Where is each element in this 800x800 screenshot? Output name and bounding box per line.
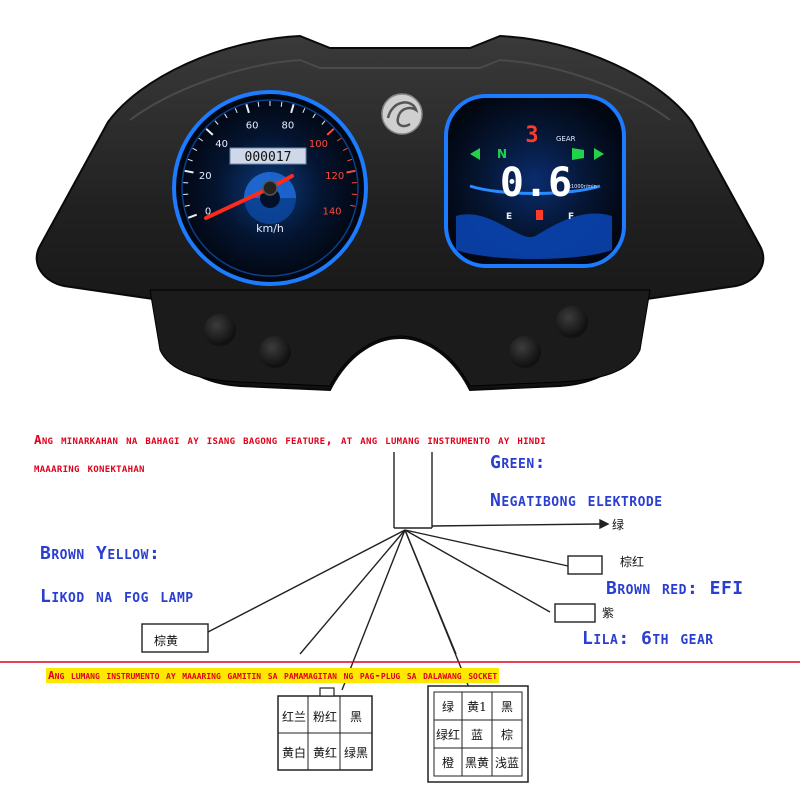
speed-tick-mark [257, 101, 260, 107]
socket-right-cell: 蓝 [470, 728, 483, 742]
housing-button [509, 336, 541, 368]
purple-connector [554, 603, 596, 623]
speed-tick-mark [187, 213, 198, 219]
socket-right-cell: 黑黄 [464, 756, 489, 770]
socket-right [427, 685, 529, 783]
speed-tick-label: 80 [282, 121, 295, 132]
speed-tick-mark [321, 120, 326, 125]
speed-tick-mark [198, 137, 204, 142]
speed-unit: km/h [256, 222, 284, 235]
purple-label: Lila: 6th gear [582, 628, 714, 649]
gear-label: GEAR [556, 135, 576, 143]
speed-tick-mark [312, 113, 316, 119]
speed-tick-mark [350, 204, 356, 207]
new-feature-note-line1: Ang minarkahan na bahagi ay isang bagong… [34, 432, 546, 447]
odometer-panel [229, 147, 307, 165]
speed-tick-label: 0 [205, 207, 211, 218]
housing-buttons [204, 306, 588, 368]
housing-button [204, 314, 236, 346]
lcd-speed-value: 0.6 [500, 160, 572, 206]
speed-tick-mark [187, 158, 193, 162]
speed-tick-label: 100 [309, 139, 328, 150]
socket-left-cell: 黑 [349, 710, 362, 724]
socket-right-cell: 橙 [441, 756, 454, 770]
neutral-indicator: N [497, 147, 507, 161]
socket-left-cell: 黄白 [281, 746, 306, 760]
socket-left [277, 687, 373, 771]
instrument-housing [35, 34, 765, 392]
speed-tick-mark [214, 120, 219, 125]
socket-left-cell: 绿黑 [343, 746, 368, 760]
speed-tick-mark [184, 204, 190, 207]
new-feature-note-line2: maaaring konektahan [34, 460, 145, 475]
socket-right-cell: 浅蓝 [494, 756, 519, 770]
socket-right-cell: 黄1 [467, 700, 487, 714]
speed-tick-mark [347, 158, 353, 162]
speed-tick-mark [280, 101, 283, 107]
speed-tick-label: 60 [246, 121, 259, 132]
brand-logo [381, 93, 423, 135]
speed-tick-mark [205, 128, 214, 136]
brown-yellow-title: Brown Yellow: [40, 543, 161, 564]
brown-yellow-connector [141, 623, 209, 653]
speed-tick-label: 140 [322, 207, 341, 218]
socket-right-cell: 棕 [500, 728, 513, 742]
brown-red-label: Brown red: EFI [606, 578, 744, 599]
fuel-pump-icon [536, 210, 543, 220]
odometer-digits: 000017 [245, 150, 292, 165]
fuel-full-label: F [568, 212, 574, 222]
speed-tick-marks: 0 20 40 60 80 100 120 140 [183, 101, 357, 219]
socket-right-cell: 绿 [441, 700, 454, 714]
brown-red-connector [567, 555, 603, 575]
speed-needle [204, 186, 272, 220]
fuel-empty-label: E [506, 212, 512, 222]
socket-left-cell: 黄红 [312, 746, 337, 760]
socket-right-cell: 黑 [500, 700, 513, 714]
left-turn-icon [470, 148, 480, 160]
speed-tick-mark [184, 169, 194, 174]
housing-button [259, 336, 291, 368]
socket-left-cell: 红兰 [281, 710, 306, 724]
purple-cn: 紫 [602, 606, 615, 620]
speed-tick-label: 20 [199, 171, 212, 182]
speed-tick-mark [234, 108, 238, 114]
fan-graphic [244, 172, 296, 224]
digital-display: 3 GEAR N 0.6 x1000r/min E F [444, 94, 626, 268]
housing-button [556, 306, 588, 338]
rpm-label: x1000r/min [568, 184, 597, 190]
brown-red-cn: 棕红 [620, 555, 645, 569]
speed-tick-mark [302, 108, 306, 114]
speed-tick-mark [342, 147, 348, 152]
speed-tick-mark [346, 169, 356, 174]
gear-number: 3 [525, 123, 538, 148]
rpm-arc [469, 184, 601, 195]
high-beam-icon [572, 148, 584, 160]
green-wire-desc: Negatibong elektrode [490, 490, 663, 511]
right-turn-icon [594, 148, 604, 160]
speed-tick-label: 120 [325, 171, 344, 182]
speed-tick-mark [192, 147, 198, 152]
brown-yellow-desc: Likod na fog lamp [40, 586, 194, 607]
speed-tick-mark [245, 104, 250, 114]
green-wire-title: Green: [490, 452, 546, 473]
socket-left-cell: 粉红 [312, 710, 337, 724]
lcd-wave [456, 213, 612, 259]
brown-yellow-cn: 棕黄 [154, 634, 179, 648]
speed-tick-label: 40 [215, 139, 228, 150]
speed-tick-mark [224, 113, 228, 119]
old-instrument-note: Ang lumang instrumento ay maaaring gamit… [46, 668, 500, 683]
needle-hub [262, 180, 278, 196]
wiring-lines [207, 452, 610, 691]
speed-tick-mark [336, 137, 342, 142]
speed-tick-mark [326, 128, 335, 136]
speedometer: 0 20 40 60 80 100 120 140 000017 km/h [172, 90, 368, 286]
speed-tick-mark [290, 104, 295, 114]
socket-right-cell: 绿红 [435, 728, 460, 742]
green-wire-cn: 绿 [612, 518, 625, 532]
